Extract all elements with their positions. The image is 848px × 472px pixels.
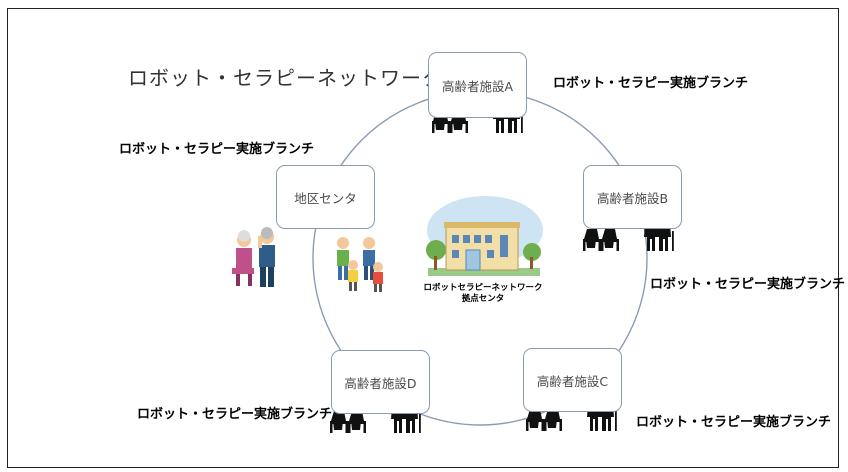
branch-label-a: ロボット・セラピー実施ブランチ: [553, 76, 749, 91]
branch-label-d: ロボット・セラピー実施ブランチ: [137, 407, 333, 422]
node-district-center: 地区センタ: [276, 165, 375, 229]
node-facility-b-label: 高齢者施設B: [596, 190, 669, 206]
family-illustration: [337, 237, 383, 292]
node-facility-c: 高齢者施設C: [523, 348, 622, 412]
node-facility-a-label: 高齢者施設A: [441, 78, 514, 94]
node-district-center-label: 地区センタ: [294, 190, 357, 206]
node-facility-a: 高齢者施設A: [428, 52, 527, 118]
page-title: ロボット・セラピーネットワーク: [128, 66, 443, 90]
branch-label-district: ロボット・セラピー実施ブランチ: [119, 142, 315, 157]
hub-label-line1: ロボットセラピーネットワーク: [423, 283, 543, 293]
branch-label-b: ロボット・セラピー実施ブランチ: [650, 277, 846, 292]
node-facility-d: 高齢者施設D: [331, 350, 430, 414]
node-facility-c-label: 高齢者施設C: [536, 373, 609, 389]
node-facility-b: 高齢者施設B: [583, 165, 682, 229]
branch-label-c: ロボット・セラピー実施ブランチ: [636, 415, 832, 430]
elderly-illustration: [232, 227, 275, 287]
node-facility-d-label: 高齢者施設D: [344, 375, 417, 391]
hub-building-illustration: [426, 196, 543, 276]
hub-label: ロボットセラピーネットワーク 拠点センタ: [398, 283, 568, 305]
hub-label-line2: 拠点センタ: [461, 294, 505, 304]
